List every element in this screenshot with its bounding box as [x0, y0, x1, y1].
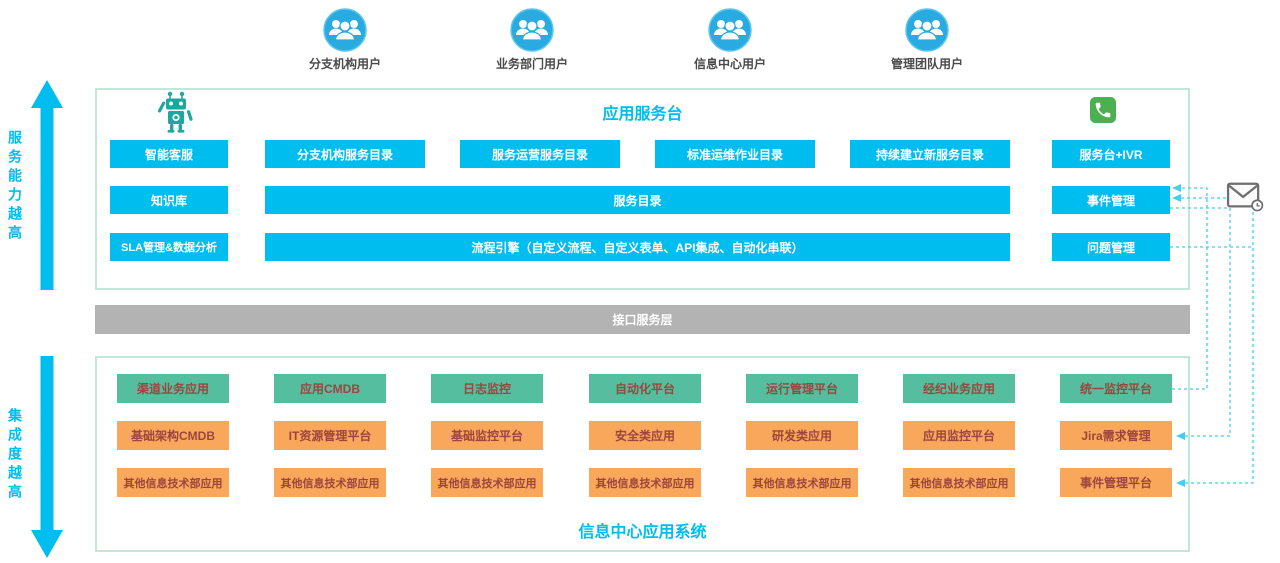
block-process-engine: 流程引擎（自定义流程、自定义表单、API集成、自动化串联）: [265, 233, 1010, 261]
block-infra-cmdb: 基础架构CMDB: [117, 421, 229, 450]
user-group-label: 信息中心用户: [693, 57, 766, 71]
user-group-icon: [905, 8, 949, 52]
block-service-catalog: 服务目录: [265, 186, 1010, 214]
block-basic-monitoring: 基础监控平台: [431, 421, 543, 450]
user-group-branch: 分支机构用户: [275, 8, 415, 72]
robot-icon: [157, 91, 193, 133]
user-group-label: 分支机构用户: [308, 57, 381, 71]
block-new-catalog: 持续建立新服务目录: [850, 140, 1010, 168]
block-branch-catalog: 分支机构服务目录: [265, 140, 425, 168]
block-incident-mgmt: 事件管理: [1052, 186, 1170, 214]
block-automation-platform: 自动化平台: [589, 374, 701, 403]
up-arrow: [31, 80, 63, 290]
user-group-icon: [510, 8, 554, 52]
user-group-icon: [323, 8, 367, 52]
block-jira-demand-mgmt: Jira需求管理: [1060, 421, 1172, 450]
block-log-monitoring: 日志监控: [431, 374, 543, 403]
block-other-it-apps: 其他信息技术部应用: [117, 468, 229, 497]
block-security-apps: 安全类应用: [589, 421, 701, 450]
info-center-title: 信息中心应用系统: [578, 524, 707, 541]
block-other-it-apps: 其他信息技术部应用: [431, 468, 543, 497]
interface-layer-bar: 接口服务层: [95, 305, 1190, 334]
block-brokerage-apps: 经纪业务应用: [903, 374, 1015, 403]
user-group-label: 业务部门用户: [495, 57, 568, 71]
block-ops-catalog: 服务运营服务目录: [460, 140, 620, 168]
block-unified-monitoring: 统一监控平台: [1060, 374, 1172, 403]
mail-notification-icon: [1226, 182, 1264, 212]
block-app-cmdb: 应用CMDB: [274, 374, 386, 403]
axis-label-service-capability: 服务能力越高: [7, 130, 23, 244]
user-group-business: 业务部门用户: [462, 8, 602, 72]
block-problem-mgmt: 问题管理: [1052, 233, 1170, 261]
block-app-monitoring: 应用监控平台: [903, 421, 1015, 450]
axis-label-integration: 集成度越高: [7, 408, 23, 503]
block-other-it-apps: 其他信息技术部应用: [589, 468, 701, 497]
block-other-it-apps: 其他信息技术部应用: [903, 468, 1015, 497]
user-group-management: 管理团队用户: [857, 8, 997, 72]
block-standard-catalog: 标准运维作业目录: [655, 140, 815, 168]
block-operation-mgmt: 运行管理平台: [746, 374, 858, 403]
service-desk-title: 应用服务台: [602, 106, 683, 123]
phone-icon: [1090, 97, 1116, 123]
block-servicedesk-ivr: 服务台+IVR: [1052, 140, 1170, 168]
block-knowledge-base: 知识库: [110, 186, 228, 214]
user-group-label: 管理团队用户: [890, 57, 963, 71]
user-group-infocenter: 信息中心用户: [660, 8, 800, 72]
block-dev-apps: 研发类应用: [746, 421, 858, 450]
block-smart-service: 智能客服: [110, 140, 228, 168]
block-channel-apps: 渠道业务应用: [117, 374, 229, 403]
block-it-resource-mgmt: IT资源管理平台: [274, 421, 386, 450]
user-group-icon: [708, 8, 752, 52]
block-other-it-apps: 其他信息技术部应用: [274, 468, 386, 497]
block-incident-platform: 事件管理平台: [1060, 468, 1172, 497]
block-other-it-apps: 其他信息技术部应用: [746, 468, 858, 497]
down-arrow: [31, 356, 63, 558]
block-sla-analytics: SLA管理&数据分析: [110, 233, 228, 261]
